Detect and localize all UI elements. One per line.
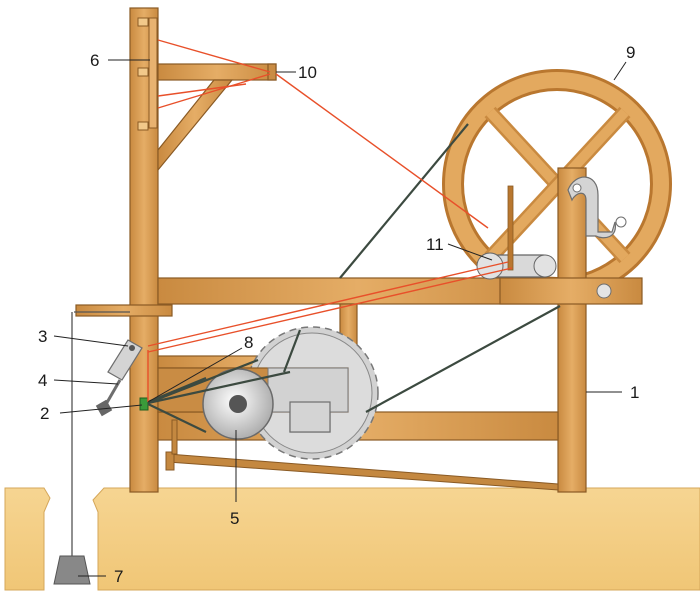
label-5: 5 bbox=[230, 509, 240, 528]
label-2: 2 bbox=[40, 404, 50, 423]
label-3: 3 bbox=[38, 327, 48, 346]
label-6: 6 bbox=[90, 51, 100, 70]
label-1: 1 bbox=[630, 383, 640, 402]
label-10: 10 bbox=[298, 63, 317, 82]
label-11: 11 bbox=[426, 235, 444, 254]
label-9: 9 bbox=[626, 43, 636, 62]
right-post bbox=[557, 167, 587, 493]
leader-lines bbox=[53, 59, 627, 577]
crank bbox=[567, 176, 627, 239]
drum-wheel bbox=[202, 368, 274, 440]
label-7: 7 bbox=[114, 567, 124, 586]
threads bbox=[147, 39, 513, 402]
label-8: 8 bbox=[244, 333, 254, 352]
upper-arm bbox=[157, 63, 277, 172]
drive-belts bbox=[147, 123, 561, 433]
label-4: 4 bbox=[38, 371, 48, 390]
base-table bbox=[4, 487, 700, 591]
main-beam bbox=[75, 277, 643, 317]
weight-assembly bbox=[53, 311, 130, 585]
spindle-rack bbox=[137, 17, 158, 131]
